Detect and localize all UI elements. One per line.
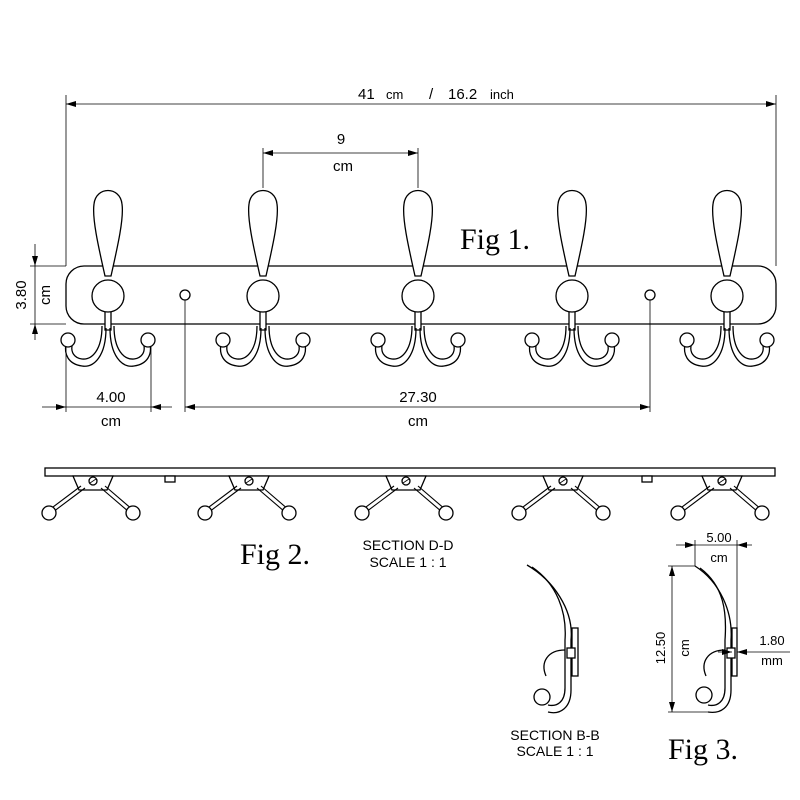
hook-spacing-dimension: 9 cm [262, 131, 419, 188]
section-b-title: SECTION B-B [510, 727, 599, 743]
depth-dimension: 5.00 cm [676, 530, 752, 628]
hook-width-value: 4.00 [96, 389, 125, 406]
screw-hole-right [644, 289, 656, 301]
hook-1 [60, 189, 156, 367]
bar-height-dimension: 3.80 cm [13, 244, 66, 340]
hook-width-dimension: 4.00 cm [42, 346, 172, 430]
fig1-label: Fig 1. [460, 223, 530, 256]
fig1-front-view [60, 189, 777, 367]
depth-unit: cm [710, 550, 727, 565]
overall-width-inch-unit: inch [490, 87, 514, 102]
thickness-dimension: 1.80 mm [718, 633, 790, 668]
hole-spacing-value: 27.30 [399, 389, 437, 406]
bar-height-unit: cm [37, 285, 54, 305]
fig2-section-title: SECTION D-D [363, 537, 454, 553]
screw-hole-left [179, 289, 191, 301]
section-screw-right [641, 475, 653, 483]
height-value: 12.50 [653, 632, 668, 665]
overall-width-cm: 41 [358, 86, 375, 103]
hook-5 [679, 189, 775, 367]
hole-spacing-dimension: 27.30 cm [184, 300, 651, 430]
thickness-value: 1.80 [759, 633, 784, 648]
fig2-section-view [41, 467, 776, 521]
bar-height-value: 3.80 [13, 280, 30, 309]
fig3-label: Fig 3. [668, 733, 738, 766]
hook-3 [370, 189, 466, 367]
section-screw-left [164, 475, 176, 483]
hook-2 [215, 189, 311, 367]
hook-4 [524, 189, 620, 367]
fig2-scale: SCALE 1 : 1 [369, 554, 446, 570]
section-bar [44, 467, 776, 477]
hook-width-unit: cm [101, 413, 121, 430]
hole-spacing-unit: cm [408, 413, 428, 430]
section-hook-3 [354, 475, 454, 521]
overall-width-separator: / [429, 86, 434, 103]
section-hooks [41, 475, 770, 521]
overall-width-inch: 16.2 [448, 86, 477, 103]
side-view-section-b [526, 564, 579, 714]
section-b-scale: SCALE 1 : 1 [516, 743, 593, 759]
hook-spacing-value: 9 [337, 131, 345, 148]
hook-spacing-unit: cm [333, 158, 353, 175]
thickness-unit: mm [761, 653, 783, 668]
overall-width-dimension: 41 cm / 16.2 inch [65, 86, 777, 266]
fig3-side-view [694, 565, 738, 714]
height-unit: cm [677, 639, 692, 656]
section-hook-4 [511, 475, 611, 521]
fig2-label: Fig 2. [240, 538, 310, 571]
section-hook-2 [197, 475, 297, 521]
section-hook-1 [41, 475, 141, 521]
overall-width-cm-unit: cm [386, 87, 403, 102]
hooks [60, 189, 775, 367]
depth-value: 5.00 [706, 530, 731, 545]
section-hook-5 [670, 475, 770, 521]
height-dimension: 12.50 cm [653, 565, 708, 713]
